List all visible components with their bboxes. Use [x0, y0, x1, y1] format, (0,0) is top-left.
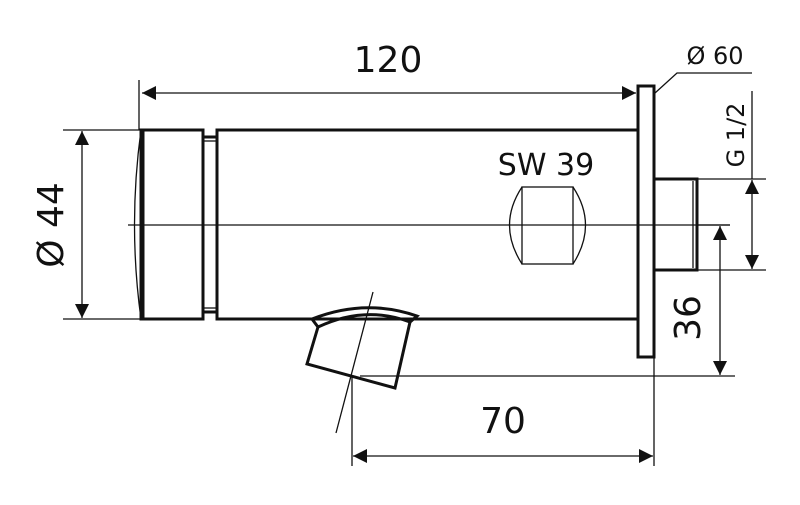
neck — [203, 135, 217, 314]
length-label: 120 — [354, 40, 423, 81]
spout-axis — [335, 291, 374, 434]
flange — [636, 84, 656, 359]
hex-nut — [508, 186, 587, 265]
body-diameter-label: Ø 44 — [31, 182, 72, 268]
flange-diameter-leader — [654, 72, 752, 94]
spout-height-dimension — [360, 224, 735, 377]
body-diameter-dimension — [63, 129, 140, 320]
spout-distance-label: 70 — [480, 401, 526, 442]
thread-dimension — [697, 91, 766, 271]
thread-label: G 1/2 — [722, 103, 750, 168]
flange-diameter-label: Ø 60 — [686, 42, 743, 70]
wrench-size-label: SW 39 — [498, 148, 594, 183]
spout-distance-dimension — [351, 357, 655, 466]
length-dimension — [138, 80, 636, 130]
spout-height-label: 36 — [668, 295, 709, 341]
push-button-cap — [133, 128, 205, 321]
